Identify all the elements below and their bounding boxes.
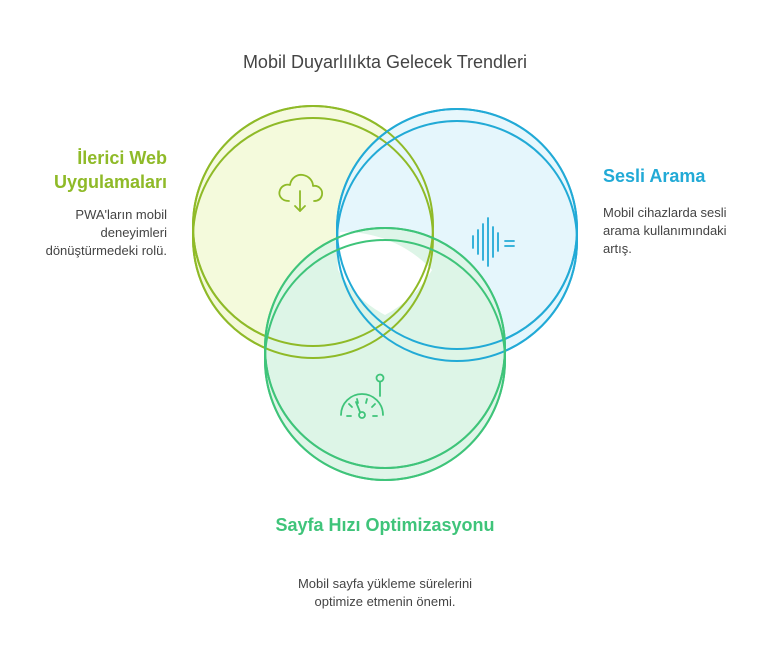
pwa-heading: İlerici Web Uygulamaları — [53, 148, 167, 192]
cloud-download-icon — [278, 173, 324, 212]
center-overlap — [337, 231, 432, 315]
sound-wave-icon — [472, 217, 515, 267]
pwa-description: PWA'ların mobil deneyimleri dönüştürmede… — [45, 207, 167, 258]
voice-search-heading: Sesli Arama — [603, 166, 706, 186]
page-speed-description: Mobil sayfa yükleme sürelerini optimize … — [297, 576, 473, 609]
voice-search-description: Mobil cihazlarda sesli arama kullanımınd… — [603, 205, 727, 256]
speedometer-icon — [340, 373, 385, 419]
page-speed-heading: Sayfa Hızı Optimizasyonu — [275, 515, 495, 535]
diagram-title: Mobil Duyarlılıkta Gelecek Trendleri — [242, 52, 528, 72]
